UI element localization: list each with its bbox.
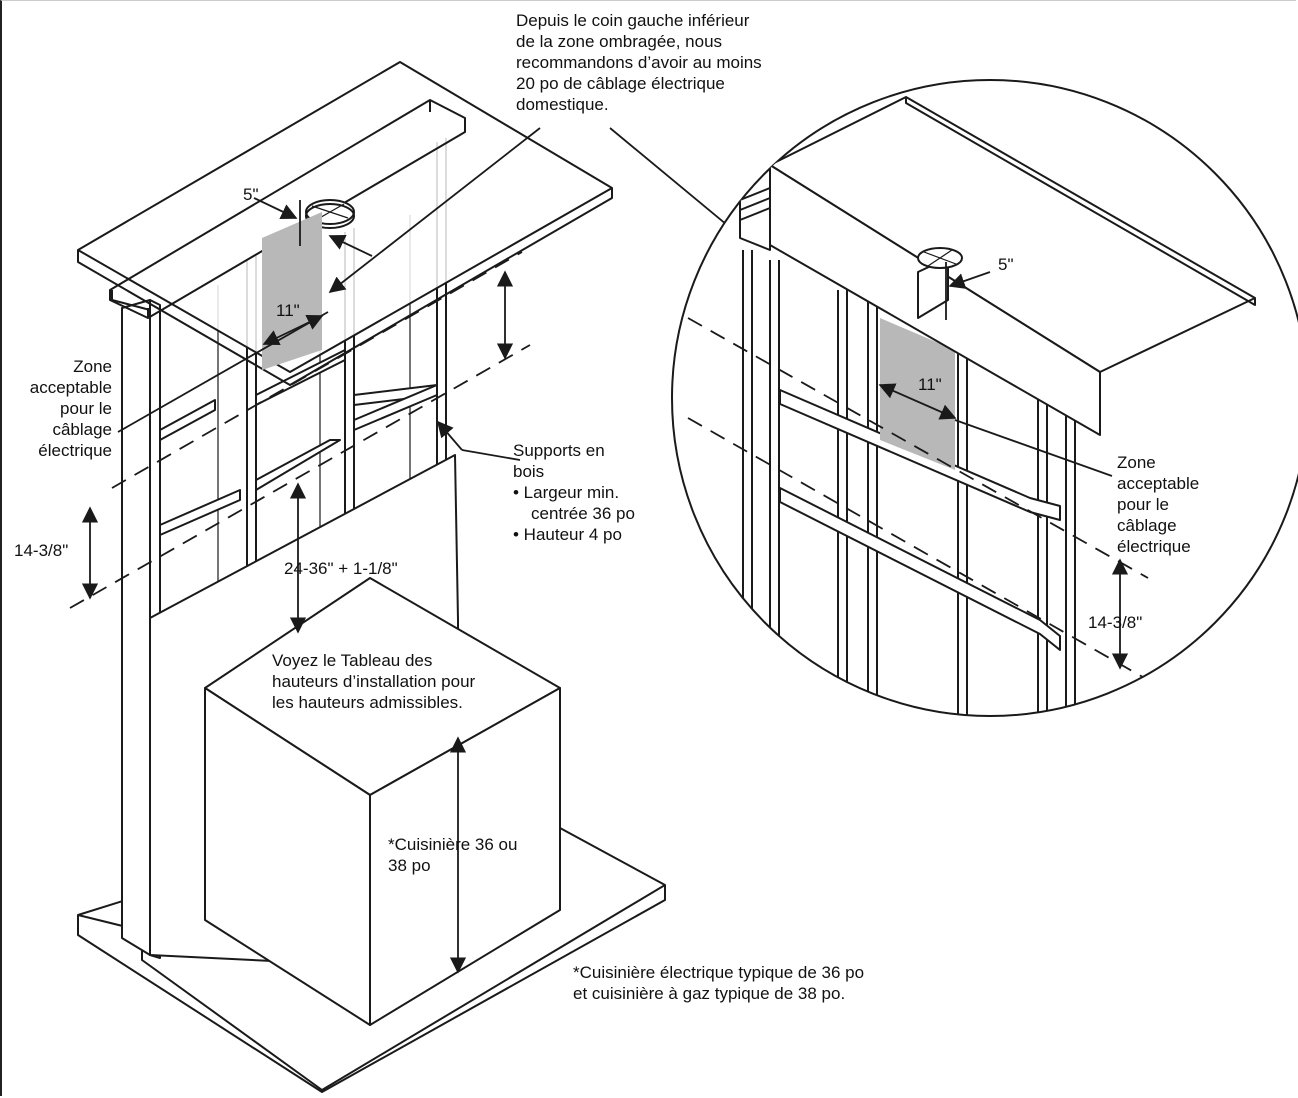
voyez-line: Voyez le Tableau des <box>272 651 433 670</box>
cuisiniere-label: *Cuisinière 36 ou 38 po <box>388 834 517 876</box>
supports-line: • Largeur min. <box>513 483 620 502</box>
zone-line: électrique <box>1117 537 1191 556</box>
zone-line: câblage <box>1117 516 1177 535</box>
dimension-arrows-left <box>81 127 880 974</box>
voyez-line: les hauteurs admissibles. <box>272 693 463 712</box>
zone-line: acceptable <box>29 378 112 397</box>
voyez-line: hauteurs d’installation pour <box>272 672 476 691</box>
zone-line: électrique <box>38 441 112 460</box>
callout-line: de la zone ombragée, nous <box>516 32 723 51</box>
supports-line: • Hauteur 4 po <box>513 525 622 544</box>
zone-line: câblage <box>52 420 112 439</box>
wood-supports <box>159 349 438 536</box>
dim-14-left: 14-3/8" <box>14 541 69 560</box>
cuisiniere-line: 38 po <box>388 856 431 875</box>
supports-line: bois <box>513 462 545 481</box>
callout-line: recommandons d’avoir au moins <box>516 53 762 72</box>
footnote-line: et cuisinière à gaz typique de 38 po. <box>573 984 846 1003</box>
callout-line: Depuis le coin gauche inférieur <box>516 11 750 30</box>
zone-line: Zone <box>1117 453 1156 472</box>
callout-top: Depuis le coin gauche inférieur de la zo… <box>516 10 762 115</box>
zone-lines-left <box>69 251 531 609</box>
voyez-label: Voyez le Tableau des hauteurs d’installa… <box>272 650 475 713</box>
cuisiniere-line: *Cuisinière 36 ou <box>388 835 518 854</box>
zone-line: pour le <box>1117 495 1169 514</box>
dim-24-36: 24-36" + 1-1/8" <box>284 559 398 578</box>
wiring-zone-left <box>262 212 322 370</box>
zone-label-left: Zone acceptable pour le câblage électriq… <box>0 356 112 461</box>
callout-line: domestique. <box>516 95 609 114</box>
zone-line: pour le <box>60 399 112 418</box>
footnote: *Cuisinière électrique typique de 36 po … <box>573 962 864 1004</box>
dim-14-right: 14-3/8" <box>1088 613 1143 632</box>
zone-line: acceptable <box>1117 474 1200 493</box>
supports-line: Supports en <box>513 441 605 460</box>
supports-label: Supports en bois • Largeur min. centrée … <box>513 440 635 545</box>
dim-5-left: 5" <box>243 185 259 204</box>
zone-label-right: Zone acceptable pour le câblage électriq… <box>1117 452 1199 557</box>
detail-zoom <box>671 79 1298 717</box>
zone-line: Zone <box>73 357 112 376</box>
dim-11-right: 11" <box>918 375 942 394</box>
dim-5-right: 5" <box>998 255 1014 274</box>
footnote-line: *Cuisinière électrique typique de 36 po <box>573 963 865 982</box>
callout-line: 20 po de câblage électrique <box>516 74 725 93</box>
dim-11-left: 11" <box>276 301 300 320</box>
supports-line: centrée 36 po <box>531 504 635 523</box>
